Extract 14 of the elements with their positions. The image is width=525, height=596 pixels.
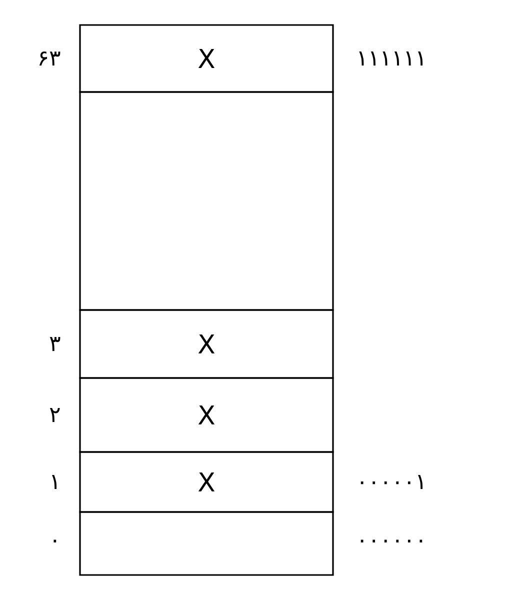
memory-cell: X [79, 377, 334, 453]
bit-string: ۰۰۰۰۰۱ [360, 475, 423, 489]
empty-cell [79, 91, 334, 311]
memory-cell: X [79, 451, 334, 513]
empty-cell [79, 511, 334, 576]
memory-cell: X [79, 309, 334, 379]
address-label: ۰ [54, 540, 56, 542]
address-label: ۱ [52, 475, 57, 489]
bit-string: ۰۰۰۰۰۰ [360, 540, 422, 542]
memory-cell: X [79, 24, 334, 93]
bit-string: ۱۱۱۱۱۱ [359, 52, 423, 66]
address-label: ۶۳ [39, 51, 60, 66]
address-label: ۳ [50, 337, 60, 351]
address-label: ۲ [50, 408, 60, 422]
